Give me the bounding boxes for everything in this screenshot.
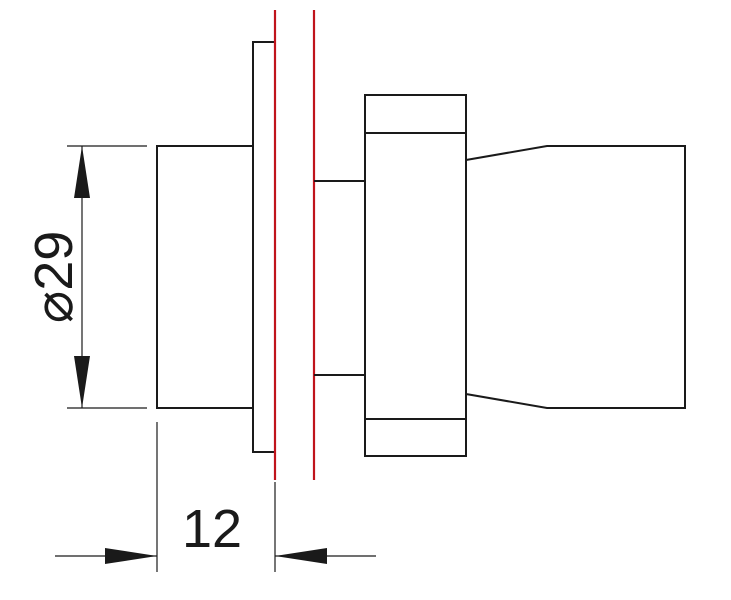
contact-block-body xyxy=(465,145,686,409)
diameter-value: 29 xyxy=(24,231,84,291)
fixing-nut xyxy=(364,94,467,457)
bezel-flange xyxy=(252,41,276,453)
length-arrow-left xyxy=(105,548,157,564)
diameter-symbol: ⌀ xyxy=(24,291,84,324)
length-arrow-right xyxy=(275,548,327,564)
diameter-arrow-bottom xyxy=(74,356,90,408)
button-head-outline xyxy=(156,145,253,409)
diameter-dimension: ⌀29 xyxy=(24,145,147,409)
length-label: 12 xyxy=(182,499,242,559)
diameter-arrow-top xyxy=(74,146,90,198)
diameter-label: ⌀29 xyxy=(24,231,84,324)
length-dimension: 12 xyxy=(55,422,376,572)
